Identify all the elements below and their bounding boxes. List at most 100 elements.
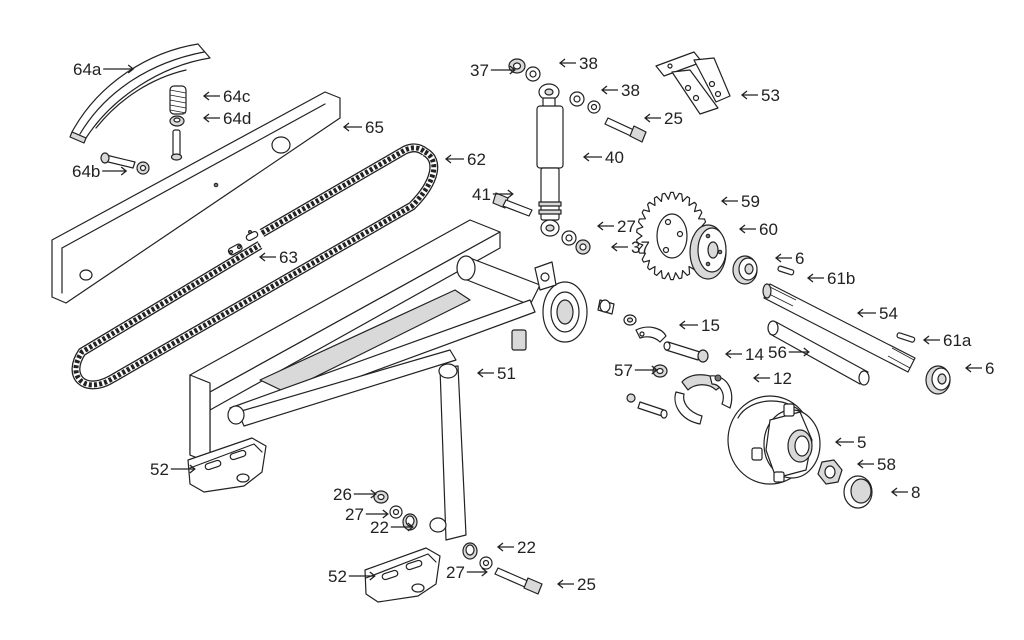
callout-label: 37 — [470, 61, 489, 80]
callout-label: 62 — [467, 150, 486, 169]
callout-c58: 58 — [856, 455, 896, 474]
callout-label: 22 — [517, 538, 536, 557]
callout-arrow — [353, 489, 377, 499]
callout-label: 27 — [446, 563, 465, 582]
callout-arrow — [342, 122, 362, 132]
callout-label: 52 — [328, 567, 347, 586]
brake-lever-15 — [635, 326, 667, 343]
callout-label: 59 — [741, 192, 760, 211]
callout-arrow — [202, 113, 220, 123]
callout-label: 51 — [497, 364, 516, 383]
callout-label: 64a — [73, 60, 102, 79]
callout-label: 64b — [72, 162, 100, 181]
callout-label: 15 — [701, 316, 720, 335]
callout-label: 63 — [279, 248, 298, 267]
callout-arrow — [752, 373, 770, 383]
callout-label: 6 — [795, 249, 804, 268]
callout-arrow — [774, 253, 792, 263]
callout-label: 64d — [223, 109, 251, 128]
brake-cam-14 — [663, 341, 709, 363]
callout-c25b: 25 — [556, 575, 596, 594]
bushing — [597, 299, 637, 326]
callout-label: 37 — [631, 238, 650, 257]
callout-label: 56 — [768, 343, 787, 362]
shock-lower-bolt-41 — [492, 192, 533, 217]
callout-arrow — [720, 196, 738, 206]
brake-pin — [626, 393, 668, 419]
callout-c38b: 38 — [600, 81, 640, 100]
callout-arrow — [738, 224, 756, 234]
callout-arrow — [348, 571, 376, 581]
callout-c53: 53 — [740, 86, 780, 105]
callout-arrow — [678, 320, 698, 330]
callout-arrow — [582, 152, 602, 162]
callout-arrow — [170, 464, 196, 474]
nut-26 — [373, 490, 389, 504]
callout-c63: 63 — [258, 248, 298, 267]
callout-label: 25 — [577, 575, 596, 594]
callout-c12: 12 — [752, 369, 792, 388]
callout-label: 61a — [943, 331, 972, 350]
callout-c61b: 61b — [806, 269, 855, 288]
callout-arrow — [444, 154, 464, 164]
callout-arrow — [258, 252, 276, 262]
callout-c59: 59 — [720, 192, 760, 211]
washer-27-low — [479, 556, 493, 570]
callout-c27a: 27 — [596, 217, 636, 236]
callout-c14: 14 — [724, 345, 764, 364]
callout-label: 57 — [614, 361, 633, 380]
hub-cap-8 — [843, 475, 873, 509]
callout-arrow — [596, 221, 614, 231]
callout-label: 61b — [827, 269, 855, 288]
callout-c37a: 37 — [470, 61, 516, 80]
chain-guide-curved — [69, 43, 211, 144]
callout-label: 38 — [621, 81, 640, 100]
callout-c51: 51 — [476, 364, 516, 383]
callout-arrow — [202, 91, 220, 101]
callout-c6b: 6 — [964, 359, 994, 378]
callout-arrow — [103, 64, 135, 74]
drive-chain — [71, 143, 439, 390]
callout-arrow — [740, 90, 758, 100]
key-61a — [896, 332, 916, 343]
callout-label: 22 — [370, 518, 389, 537]
callout-c54: 54 — [856, 304, 898, 323]
callout-arrow — [834, 437, 854, 447]
shock-top-washer-38b — [569, 91, 601, 114]
mount-bracket-52-upper — [187, 437, 267, 493]
callout-arrow — [490, 65, 516, 75]
callout-arrow — [466, 567, 488, 577]
callout-arrow — [806, 273, 824, 283]
callout-label: 58 — [877, 455, 896, 474]
shock-upper-bolt-25 — [604, 117, 647, 143]
callout-c64a: 64a — [73, 60, 135, 79]
callout-c27b: 27 — [345, 505, 389, 524]
callout-arrow — [390, 522, 414, 532]
callout-c64d: 64d — [202, 109, 251, 128]
callout-c57: 57 — [614, 361, 658, 380]
swing-arm-frame — [189, 219, 588, 541]
callout-c41: 41 — [472, 185, 514, 204]
callout-arrow — [476, 368, 494, 378]
callout-arrow — [964, 363, 982, 373]
callout-label: 53 — [761, 86, 780, 105]
callout-label: 40 — [605, 148, 624, 167]
callout-arrow — [102, 166, 128, 176]
callout-label: 41 — [472, 185, 491, 204]
mounting-bracket-53 — [655, 51, 731, 115]
shock-lower-nut-37 — [575, 239, 591, 255]
chain-master-link — [227, 230, 259, 256]
callout-arrow — [556, 579, 574, 589]
callout-c25a: 25 — [643, 109, 683, 128]
callout-arrow — [492, 189, 514, 199]
callout-c64c: 64c — [202, 87, 251, 106]
callout-arrow — [643, 113, 661, 123]
callout-arrow — [558, 58, 576, 68]
axle-nut-58 — [817, 459, 843, 485]
callout-arrow — [496, 542, 514, 552]
tensioner-spring — [169, 85, 187, 115]
callout-c56: 56 — [768, 343, 810, 362]
callout-c38a: 38 — [558, 54, 598, 73]
